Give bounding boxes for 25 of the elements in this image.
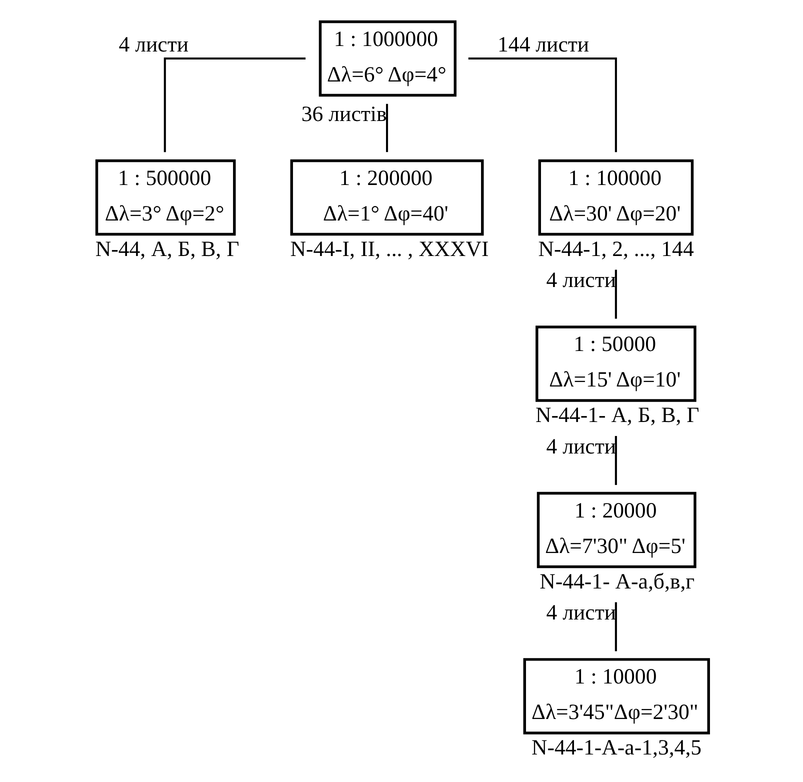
node-box: 1 : 10000 Δλ=3'45"Δφ=2'30" bbox=[522, 658, 710, 734]
node-label: N-44-1- А, Б, В, Г bbox=[535, 403, 699, 428]
connector bbox=[614, 602, 616, 652]
node-box: 1 : 20000 Δλ=7'30" Δφ=5' bbox=[536, 492, 696, 568]
node-box: 1 : 500000 Δλ=3° Δφ=2° bbox=[94, 159, 236, 236]
node-box: 1 : 50000 Δλ=15' Δφ=10' bbox=[535, 326, 696, 402]
connector bbox=[385, 104, 388, 152]
node-label: N-44-1-А-а-1,3,4,5 bbox=[530, 736, 702, 760]
node-label: N-44-1- А-а,б,в,г bbox=[539, 569, 694, 594]
node-label: N-44-I, II, ... , XXXVI bbox=[290, 236, 488, 261]
node-label: N-44-1, 2, ..., 144 bbox=[538, 236, 694, 261]
edge-label: 4 листи bbox=[546, 268, 616, 292]
connector bbox=[614, 436, 616, 485]
connector bbox=[614, 270, 616, 319]
edge-label: 36 листів bbox=[300, 102, 386, 126]
node-box: 1 : 200000 Δλ=1° Δφ=40' bbox=[290, 159, 484, 236]
edge-label: 4 листи bbox=[118, 32, 188, 56]
node-box: 1 : 1000000 Δλ=6° Δφ=4° bbox=[318, 20, 456, 97]
node-box: 1 : 100000 Δλ=30' Δφ=20' bbox=[538, 159, 694, 236]
connector bbox=[163, 57, 306, 152]
node-label: N-44, А, Б, В, Г bbox=[94, 236, 239, 261]
connector bbox=[468, 57, 616, 152]
edge-label: 144 листи bbox=[497, 32, 589, 56]
edge-label: 4 листи bbox=[546, 600, 616, 625]
edge-label: 4 листи bbox=[546, 434, 616, 458]
